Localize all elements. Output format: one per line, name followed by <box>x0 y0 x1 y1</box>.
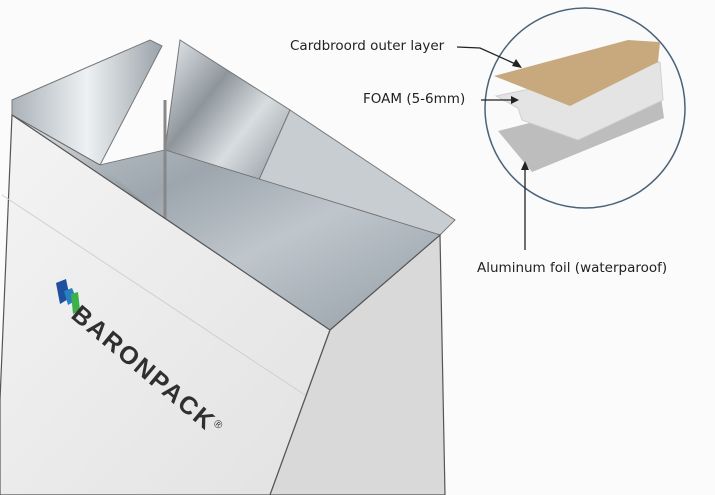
left-flap <box>11 39 163 166</box>
callout-arrows <box>456 46 526 250</box>
box-front-face <box>0 113 331 495</box>
arrowheads <box>511 59 529 170</box>
box-side-face <box>269 233 446 495</box>
cardboard-layer <box>494 40 660 106</box>
fold-line <box>1 194 306 396</box>
interior-bottom <box>100 150 440 330</box>
label-foam: FOAM (5-6mm) <box>363 91 466 107</box>
label-foil: Aluminum foil (waterparoof) <box>477 260 668 276</box>
baronpack-logo-icon <box>56 279 80 314</box>
label-outer-layer: Cardbroord outer layer <box>290 38 445 54</box>
